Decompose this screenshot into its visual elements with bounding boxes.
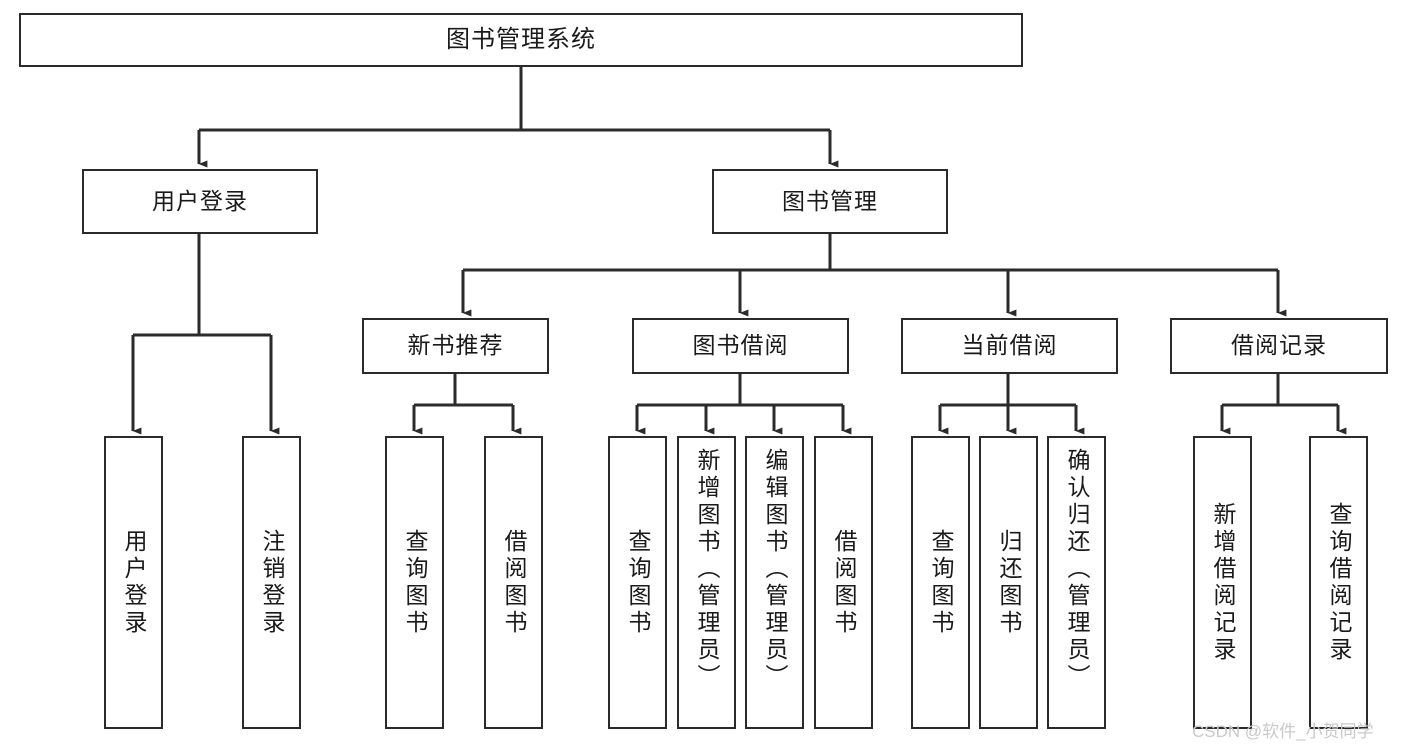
- node-label: 用户登录: [152, 187, 248, 214]
- node-label: 归还图书: [996, 528, 1022, 637]
- node-label: 编辑图书（管理员）: [762, 448, 788, 691]
- leaf-query-book-recommend[interactable]: 查询图书: [385, 436, 444, 729]
- leaf-return-book[interactable]: 归还图书: [979, 436, 1038, 729]
- leaf-query-book-current[interactable]: 查询图书: [911, 436, 970, 729]
- node-label: 查询图书: [625, 528, 651, 637]
- node-label: 用户登录: [121, 528, 147, 637]
- leaf-logout-login[interactable]: 注销登录: [242, 436, 301, 729]
- node-label: 查询图书: [928, 528, 954, 637]
- leaf-query-borrow-record[interactable]: 查询借阅记录: [1309, 436, 1368, 729]
- node-book-borrow[interactable]: 图书借阅: [632, 318, 849, 374]
- node-label: 借阅记录: [1231, 332, 1327, 359]
- node-label: 借阅图书: [501, 528, 527, 637]
- leaf-edit-book[interactable]: 编辑图书（管理员）: [745, 436, 804, 729]
- leaf-confirm-return[interactable]: 确认归还（管理员）: [1047, 436, 1106, 729]
- leaf-borrow-book-recommend[interactable]: 借阅图书: [484, 436, 543, 729]
- node-label: 新增借阅记录: [1210, 501, 1236, 664]
- leaf-user-login[interactable]: 用户登录: [104, 436, 163, 729]
- node-label: 查询图书: [402, 528, 428, 637]
- node-borrow-record[interactable]: 借阅记录: [1170, 318, 1388, 374]
- csdn-watermark: CSDN @软件_小贺同学: [1192, 722, 1374, 741]
- node-label: 当前借阅: [961, 332, 1058, 359]
- node-label: 图书借阅: [692, 332, 789, 359]
- node-root-book-management-system[interactable]: 图书管理系统: [19, 13, 1023, 67]
- leaf-add-borrow-record[interactable]: 新增借阅记录: [1193, 436, 1252, 729]
- leaf-add-book[interactable]: 新增图书（管理员）: [677, 436, 736, 729]
- node-label: 确认归还（管理员）: [1064, 448, 1090, 691]
- node-label: 新增图书（管理员）: [694, 448, 720, 691]
- node-label: 借阅图书: [831, 528, 857, 637]
- node-label: 图书管理系统: [446, 25, 596, 53]
- leaf-query-book-borrow[interactable]: 查询图书: [608, 436, 667, 729]
- node-current-borrow[interactable]: 当前借阅: [901, 318, 1118, 374]
- leaf-borrow-book[interactable]: 借阅图书: [814, 436, 873, 729]
- node-label: 新书推荐: [407, 332, 504, 359]
- node-label: 图书管理: [782, 187, 878, 214]
- node-label: 注销登录: [259, 528, 285, 637]
- node-label: 查询借阅记录: [1326, 501, 1352, 664]
- node-user-login[interactable]: 用户登录: [82, 169, 318, 234]
- node-new-book-recommend[interactable]: 新书推荐: [362, 318, 549, 374]
- node-book-manage[interactable]: 图书管理: [712, 169, 948, 234]
